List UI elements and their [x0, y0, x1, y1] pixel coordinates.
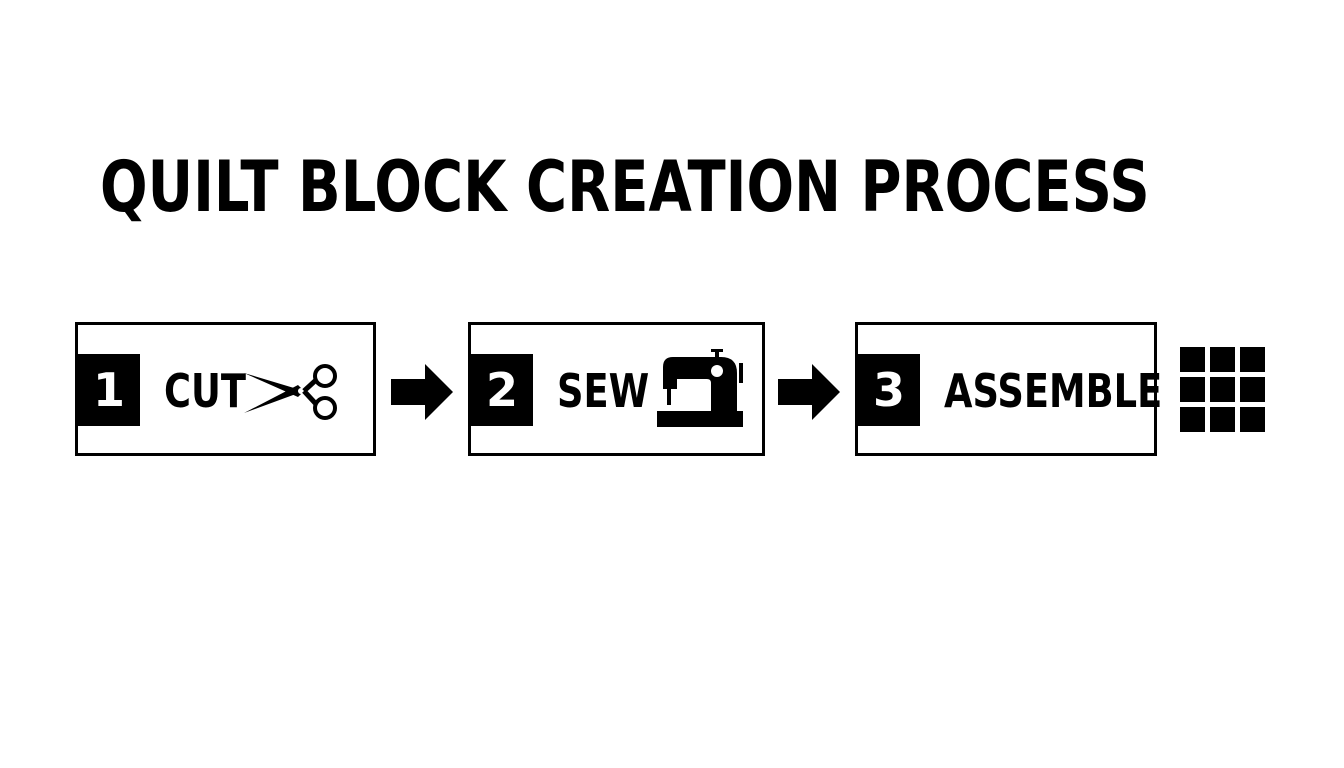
scissors-icon: [244, 364, 337, 420]
step-label: SEW: [557, 364, 650, 418]
step-assemble: 3 ASSEMBLE: [855, 322, 1162, 456]
quilt-grid-icon: [1180, 347, 1265, 432]
step-number: 2: [471, 354, 533, 426]
arrow-right-icon: [778, 364, 840, 420]
step-number: 3: [858, 354, 920, 426]
diagram-title: QUILT BLOCK CREATION PROCESS: [100, 146, 1150, 228]
step-label: CUT: [164, 364, 246, 418]
arrow-right-icon: [391, 364, 453, 420]
step-label: ASSEMBLE: [944, 364, 1163, 418]
step-number: 1: [78, 354, 140, 426]
step-sew: 2 SEW: [468, 322, 765, 456]
sewing-machine-icon: [657, 349, 743, 427]
step-cut: 1 CUT: [75, 322, 376, 456]
